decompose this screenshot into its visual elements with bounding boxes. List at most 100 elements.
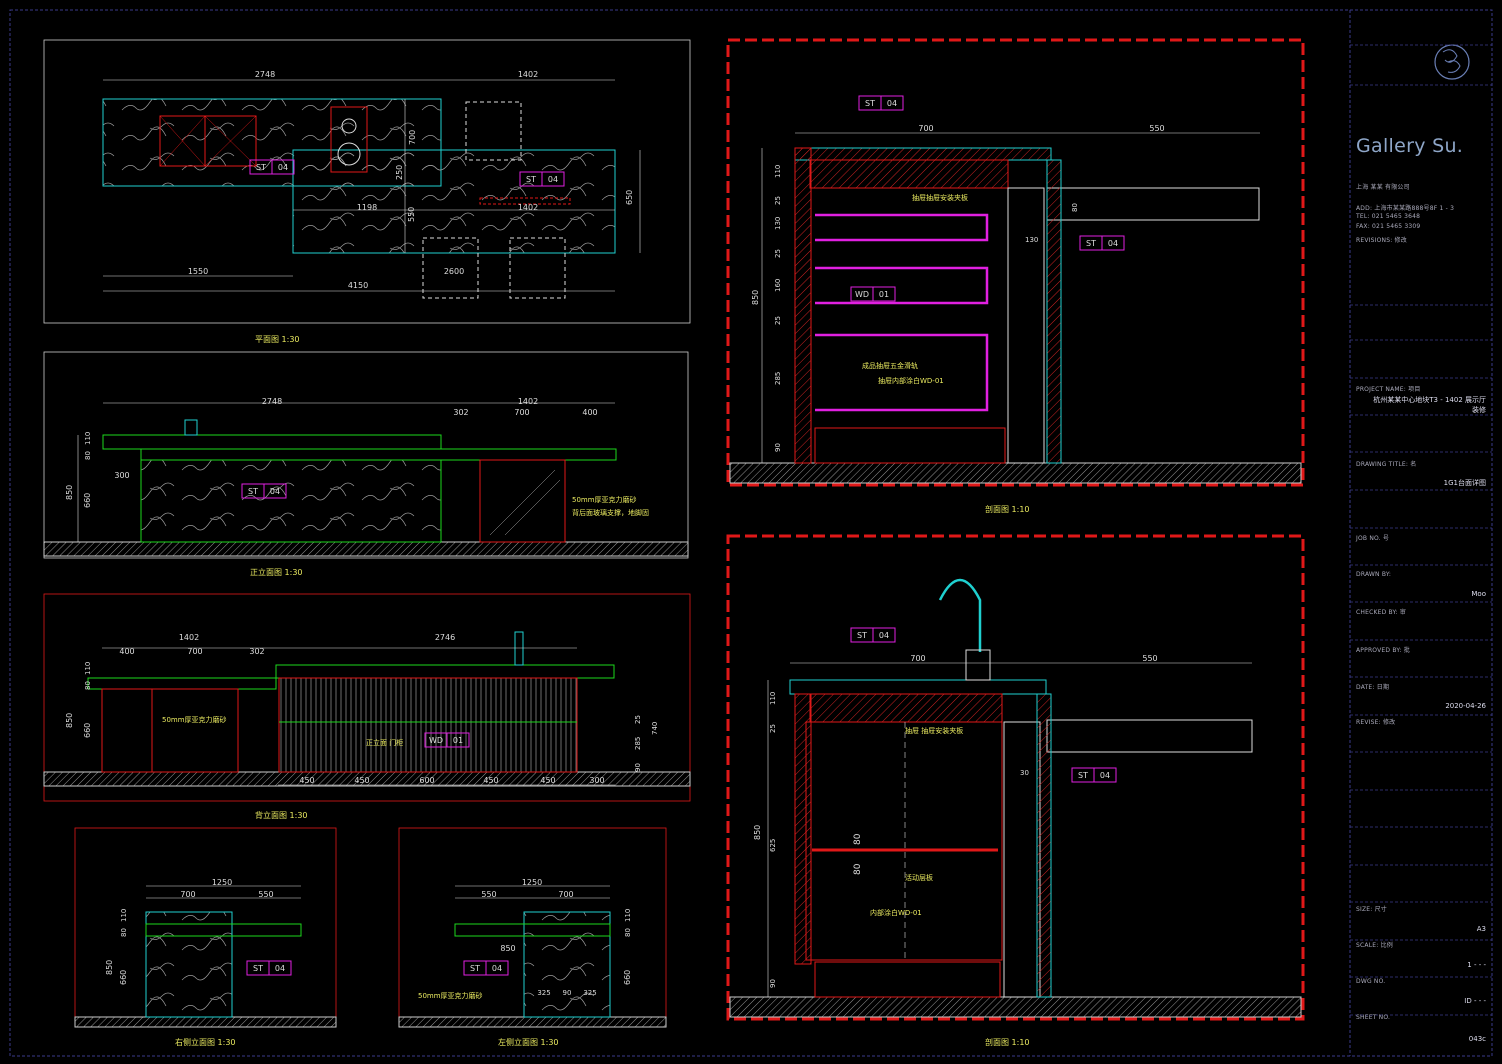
date-label: DATE: 日期 (1356, 684, 1390, 691)
section-a-note-3: 抽屉内部涂白WD-01 (878, 376, 944, 385)
section-a-dim-5: 25 (774, 196, 782, 205)
left-side-tag-st04: ST 04 (463, 960, 509, 976)
left-side-dim-7: 325 (583, 989, 596, 997)
back-dim-r3: 90 (634, 763, 642, 772)
left-side-dim-6: 90 (563, 989, 572, 997)
svg-text:ST: ST (256, 163, 266, 172)
section-a-dim-13: 130 (1025, 236, 1038, 244)
left-side-dim-4: 850 (500, 944, 515, 953)
left-side-dim-10: 110 (624, 909, 632, 922)
back-dim-5: 302 (249, 647, 264, 656)
back-dim-b6: 300 (589, 776, 604, 785)
revisions-label: REVISIONS: 修改 (1356, 237, 1407, 244)
back-tag-wd01: WD 01 (424, 732, 470, 748)
section-a-dim-11: 90 (774, 443, 782, 452)
section-b-note-2: 活动层板 (905, 873, 933, 882)
revise-label: REVISE: 修改 (1356, 719, 1396, 726)
front-dim-4: 700 (514, 408, 529, 417)
right-side-caption: 右侧立面图 1:30 (175, 1038, 236, 1047)
svg-text:04: 04 (1100, 771, 1110, 780)
section-a-dim-12: 850 (751, 290, 760, 305)
dwg-no-label: DWG NO. (1356, 978, 1386, 985)
plan-dim-6: 550 (407, 207, 416, 222)
section-b (726, 534, 1305, 1021)
section-a-dim-6: 130 (774, 217, 782, 230)
svg-text:04: 04 (278, 163, 288, 172)
front-note-1: 50mm厚亚克力磨砂 (572, 495, 637, 504)
company-name: 上海 某某 有限公司 (1356, 184, 1410, 191)
drawing-title-value: 1G1台面详图 (1443, 479, 1486, 487)
left-side-dim-1: 1250 (522, 878, 542, 887)
back-dim-3: 400 (119, 647, 134, 656)
svg-text:ST: ST (470, 964, 480, 973)
right-side-dim-2: 700 (180, 890, 195, 899)
front-dim-6: 300 (114, 471, 129, 480)
plan-caption: 平面图 1:30 (255, 335, 300, 344)
section-a-dim-3: 110 (774, 165, 782, 178)
right-side-dim-1: 1250 (212, 878, 232, 887)
section-a-note-1: 抽屉抽屉安装夹板 (912, 193, 968, 202)
drawing-title-label: DRAWING TITLE: 名 (1356, 461, 1417, 468)
section-b-dim-8: 80 (853, 833, 863, 845)
back-dim-7: 660 (83, 723, 92, 738)
section-a (726, 38, 1305, 487)
section-b-note-1: 抽屉 抽屉安装夹板 (905, 726, 963, 735)
plan-dim-1: 2748 (255, 70, 275, 79)
section-a-dim-2: 550 (1149, 124, 1164, 133)
scale-value: 1 - - - (1467, 961, 1486, 969)
plan-dim-2: 1402 (518, 70, 538, 79)
back-dim-b5: 450 (540, 776, 555, 785)
company-tel: TEL: 021 5465 3648 (1356, 213, 1421, 220)
section-b-dim-6: 625 (769, 839, 777, 852)
logo-emblem (1434, 44, 1470, 80)
back-dim-9: 110 (84, 662, 92, 675)
section-a-tag-st04-top: ST 04 (858, 95, 904, 111)
plan-dim-11: 4150 (348, 281, 368, 290)
svg-text:04: 04 (1108, 239, 1118, 248)
back-dim-1: 1402 (179, 633, 199, 642)
left-side-dim-8: 660 (623, 970, 632, 985)
date-value: 2020-04-26 (1445, 702, 1486, 710)
front-elevation (43, 351, 689, 559)
section-b-dim-1: 700 (910, 654, 925, 663)
front-dim-2: 1402 (518, 397, 538, 406)
sheet-no-value: 043c (1468, 1035, 1486, 1043)
title-block-grid (1350, 44, 1492, 1016)
front-dim-5: 400 (582, 408, 597, 417)
section-b-dim-2: 550 (1142, 654, 1157, 663)
plan-dim-5: 650 (625, 190, 634, 205)
right-side-tag-st04: ST 04 (246, 960, 292, 976)
svg-text:ST: ST (526, 175, 536, 184)
section-b-dim-7: 90 (769, 979, 777, 988)
left-side-dim-3: 700 (558, 890, 573, 899)
svg-text:ST: ST (857, 631, 867, 640)
sheet-border (9, 9, 1493, 1057)
back-dim-b1: 450 (299, 776, 314, 785)
svg-text:ST: ST (1078, 771, 1088, 780)
right-side-dim-4: 850 (105, 960, 114, 975)
svg-text:01: 01 (879, 290, 889, 299)
left-side-dim-5: 325 (537, 989, 550, 997)
front-dim-10: 110 (84, 432, 92, 445)
svg-text:04: 04 (879, 631, 889, 640)
plan-dim-10: 2600 (444, 267, 464, 276)
front-dim-1: 2748 (262, 397, 282, 406)
right-side-elevation (74, 827, 337, 1028)
front-note-2: 背后面玻璃支撑，地脚固 (572, 508, 649, 517)
back-dim-b3: 600 (419, 776, 434, 785)
scale-label: SCALE: 比例 (1356, 942, 1393, 949)
right-side-dim-6: 80 (120, 928, 128, 937)
left-side-dim-2: 550 (481, 890, 496, 899)
project-name-label: PROJECT NAME: 项目 (1356, 386, 1421, 393)
section-b-dim-3: 110 (769, 692, 777, 705)
back-dim-r1: 25 (634, 715, 642, 724)
left-side-note: 50mm厚亚克力磨砂 (418, 991, 483, 1000)
project-name-line-2: 装修 (1472, 406, 1486, 414)
svg-text:04: 04 (887, 99, 897, 108)
section-a-dim-10: 285 (774, 372, 782, 385)
checked-by-label: CHECKED BY: 审 (1356, 609, 1407, 616)
front-dim-3: 302 (453, 408, 468, 417)
company-fax: FAX: 021 5465 3309 (1356, 223, 1421, 230)
plan-dim-9: 1550 (188, 267, 208, 276)
